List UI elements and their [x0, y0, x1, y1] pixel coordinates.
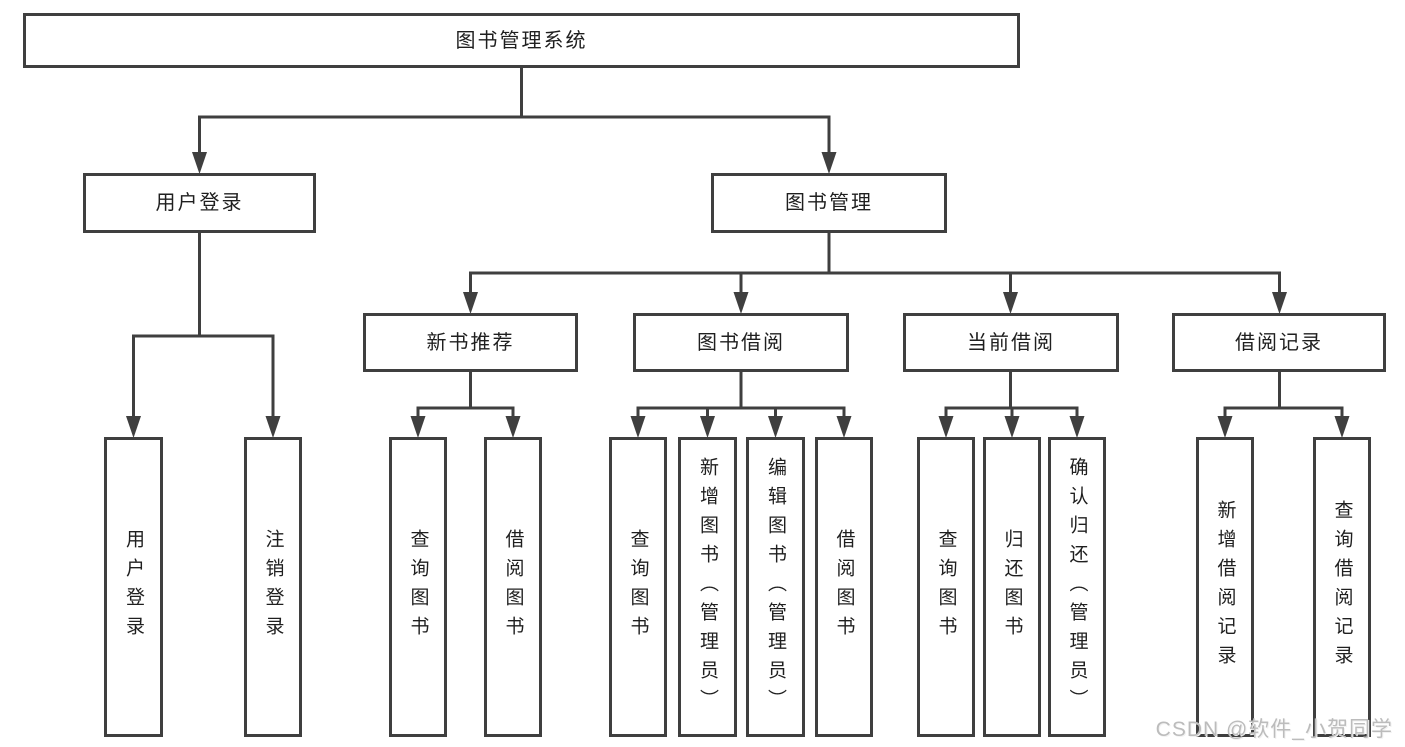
- node-book-borrowing: 图书借阅: [633, 313, 849, 372]
- node-label: 用户登录: [155, 192, 244, 214]
- connector-bookmgmt-to-level3: [463, 233, 1287, 314]
- leaf-label: 确认归还（管理员）: [1066, 456, 1088, 718]
- leaf-label: 借阅图书: [502, 529, 524, 645]
- node-label: 借阅记录: [1235, 331, 1323, 354]
- node-library-system: 图书管理系统: [23, 13, 1020, 68]
- leaf-label: 查询借阅记录: [1331, 500, 1353, 674]
- arrowhead: [1069, 416, 1085, 438]
- leaf-add-book-admin: 新增图书（管理员）: [678, 437, 737, 737]
- leaf-logout: 注销登录: [244, 437, 302, 737]
- arrowhead: [821, 152, 837, 174]
- arrowhead: [463, 292, 478, 314]
- node-borrowing-records: 借阅记录: [1172, 313, 1386, 372]
- node-user-login: 用户登录: [83, 173, 316, 233]
- leaf-label: 查询图书: [407, 529, 429, 645]
- node-label: 图书管理系统: [455, 29, 588, 52]
- leaf-query-books-2: 查询图书: [609, 437, 667, 737]
- leaf-query-books-1: 查询图书: [389, 437, 447, 737]
- arrowhead: [938, 416, 954, 438]
- leaf-add-borrow-record: 新增借阅记录: [1196, 437, 1254, 737]
- connector-current-to-leaves: [938, 372, 1085, 438]
- arrowhead: [1003, 292, 1018, 314]
- arrowhead: [1272, 292, 1287, 314]
- arrowhead: [1334, 416, 1350, 438]
- leaf-label: 查询图书: [935, 529, 957, 645]
- connector-borrow-to-leaves: [630, 372, 852, 438]
- node-new-book-recommend: 新书推荐: [363, 313, 578, 372]
- arrowhead: [630, 416, 646, 438]
- leaf-confirm-return-admin: 确认归还（管理员）: [1048, 437, 1106, 737]
- leaf-user-login: 用户登录: [104, 437, 163, 737]
- connector-root-to-level2: [192, 68, 837, 174]
- csdn-watermark: CSDN @软件_小贺同学: [1155, 718, 1393, 741]
- arrowhead: [836, 416, 852, 438]
- arrowhead: [1004, 416, 1020, 438]
- leaf-label: 注销登录: [262, 529, 284, 645]
- connector-userlogin-to-leaves: [126, 233, 281, 438]
- arrowhead: [410, 416, 426, 438]
- arrowhead: [192, 152, 207, 174]
- arrowhead: [733, 292, 749, 314]
- node-label: 新书推荐: [426, 331, 515, 354]
- arrowhead: [505, 416, 521, 438]
- leaf-edit-book-admin: 编辑图书（管理员）: [746, 437, 805, 737]
- node-book-management: 图书管理: [711, 173, 947, 233]
- connector-records-to-leaves: [1217, 372, 1350, 438]
- arrowhead: [768, 416, 783, 438]
- connector-newbook-to-leaves: [410, 372, 521, 438]
- leaf-label: 新增图书（管理员）: [697, 456, 718, 718]
- node-label: 图书借阅: [697, 331, 785, 354]
- leaf-label: 新增借阅记录: [1214, 500, 1236, 674]
- arrowhead: [700, 416, 715, 438]
- node-current-borrowing: 当前借阅: [903, 313, 1119, 372]
- arrowhead: [126, 416, 141, 438]
- leaf-label: 查询图书: [627, 529, 649, 645]
- node-label: 图书管理: [785, 192, 873, 214]
- leaf-query-borrow-record: 查询借阅记录: [1313, 437, 1371, 737]
- node-label: 当前借阅: [967, 331, 1055, 354]
- leaf-return-book: 归还图书: [983, 437, 1041, 737]
- arrowhead: [265, 416, 281, 438]
- leaf-label: 归还图书: [1001, 529, 1023, 645]
- leaf-query-books-3: 查询图书: [917, 437, 975, 737]
- leaf-borrow-books-1: 借阅图书: [484, 437, 542, 737]
- arrowhead: [1217, 416, 1233, 438]
- leaf-label: 编辑图书（管理员）: [765, 456, 786, 718]
- leaf-label: 用户登录: [123, 529, 144, 645]
- leaf-borrow-books-2: 借阅图书: [815, 437, 873, 737]
- leaf-label: 借阅图书: [833, 529, 855, 645]
